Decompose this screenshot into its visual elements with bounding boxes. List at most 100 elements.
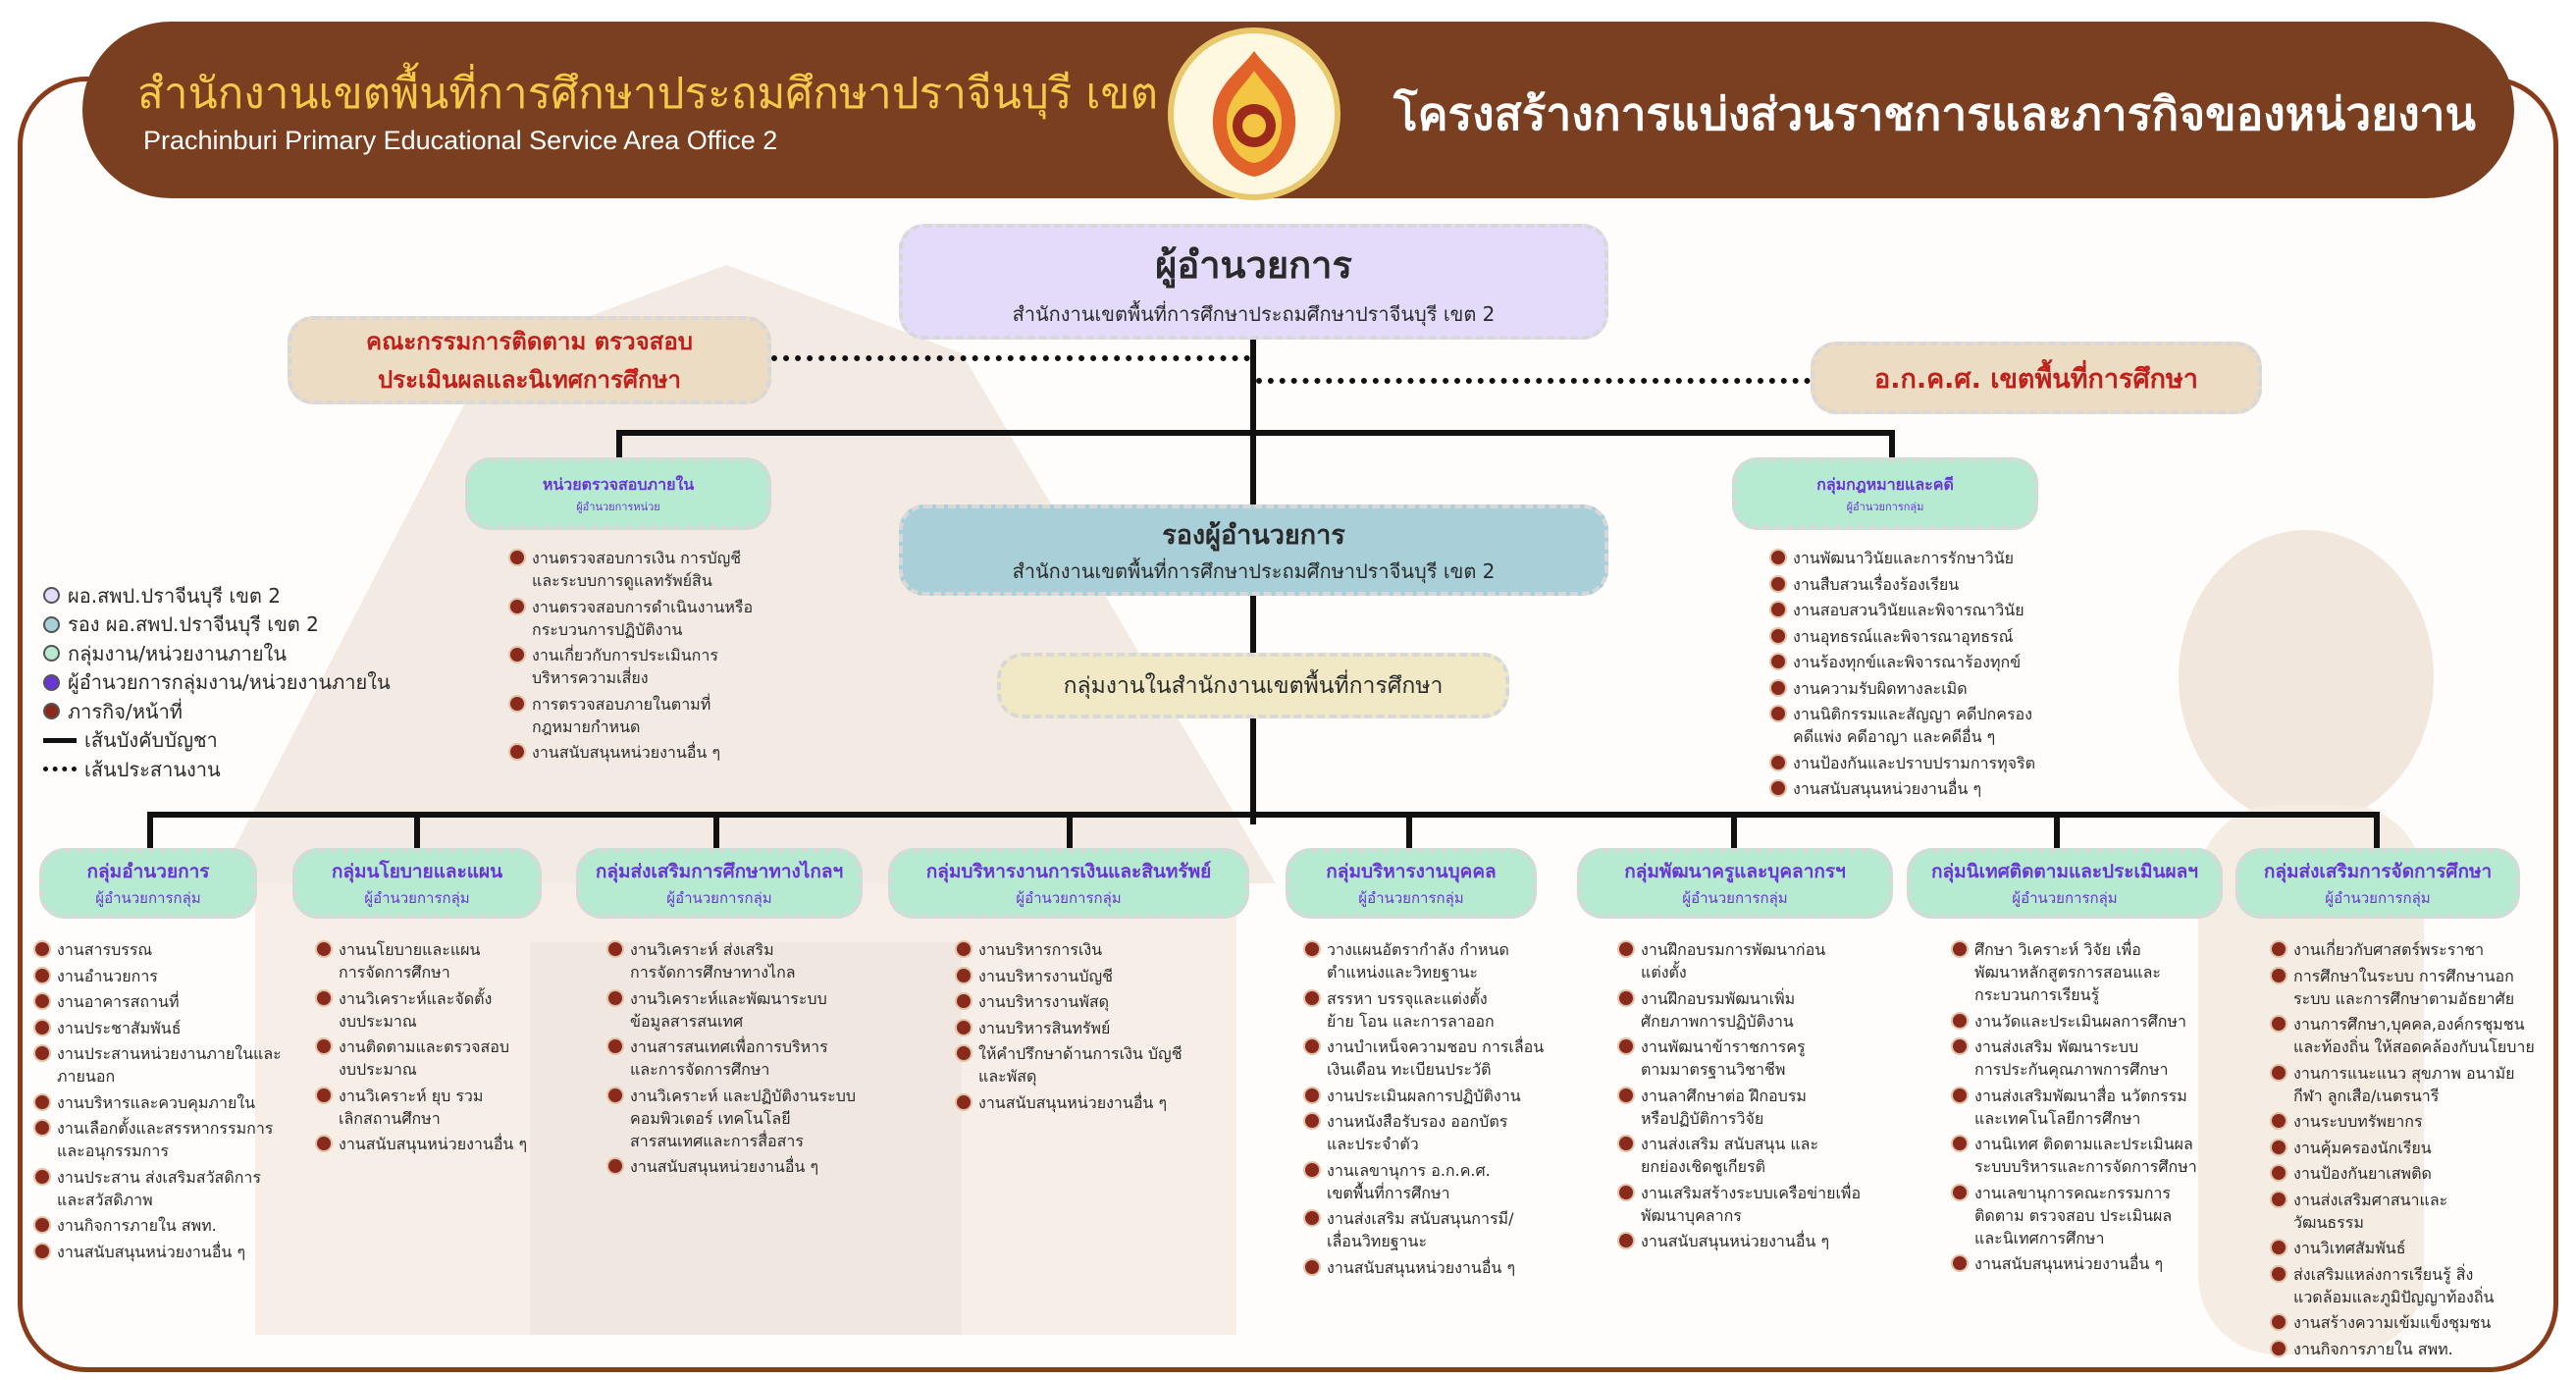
duty-text: และการจัดการศึกษา	[630, 1060, 770, 1079]
duty-text: งานอาคารสถานที่	[57, 992, 180, 1011]
duty-item: งานติดตามและตรวจสอบงบประมาณ	[317, 1035, 527, 1081]
duty-item: งานตรวจสอบการดำเนินงานหรือกระบวนการปฏิบั…	[510, 596, 753, 641]
line-group-1	[147, 812, 153, 848]
duty-text: ข้อมูลสารสนเทศ	[630, 1011, 744, 1031]
legend-item-group: กลุ่มงาน/หน่วยงานภายใน	[43, 639, 391, 668]
duty-item: งานวิเคราะห์และจัดตั้งงบประมาณ	[317, 987, 527, 1033]
duty-text: งานนิติกรรมและสัญญา คดีปกครอง	[1793, 705, 2032, 723]
duty-text: วัฒนธรรม	[2293, 1212, 2364, 1232]
duty-text: พัฒนาหลักสูตรการสอนและ	[1974, 963, 2161, 982]
line-legal-down	[1889, 430, 1895, 457]
line-group-2	[414, 812, 420, 848]
duty-item: งานป้องกันยาเสพติด	[2272, 1162, 2535, 1185]
legend-item-command-line: เส้นบังคับบัญชา	[43, 726, 391, 756]
duty-text: งานสนับสนุนหน่วยงานอื่น ๆ	[1793, 779, 1982, 798]
line-group-5	[1406, 812, 1412, 848]
duty-text: งานเลขานุการคณะกรรมการ	[1974, 1183, 2171, 1202]
coordination-line-right	[1256, 378, 1811, 384]
duty-item: งานป้องกันและปราบปรามการทุจริต	[1771, 752, 2035, 774]
duty-item: งานวัดและประเมินผลการศึกษา	[1953, 1010, 2197, 1033]
duty-text: งานส่งเสริม สนับสนุนการมี/	[1327, 1209, 1514, 1228]
duty-text: งานวัดและประเมินผลการศึกษา	[1974, 1011, 2186, 1031]
group-box-2: กลุ่มนโยบายและแผน ผู้อำนวยการกลุ่ม	[292, 848, 542, 919]
duty-item: งานประสานหน่วยงานภายในและภายนอก	[35, 1042, 282, 1088]
duty-text: วางแผนอัตรากำลัง กำหนด	[1327, 940, 1509, 959]
legend-dotted-line	[43, 767, 77, 772]
legend-swatch	[43, 587, 60, 605]
duty-item: งานสนับสนุนหน่วยงานอื่น ๆ	[510, 741, 753, 764]
duty-item: งานบริหารงานพัสดุ	[957, 990, 1183, 1013]
duty-item: งานนิติกรรมและสัญญา คดีปกครองคดีแพ่ง คดี…	[1771, 703, 2035, 748]
duty-text: งานบริหารงานบัญชี	[978, 966, 1113, 985]
duty-text: งานบริหารงานพัสดุ	[978, 992, 1110, 1011]
duty-text: งานพัฒนาข้าราชการครู	[1641, 1037, 1806, 1056]
akkhs-box: อ.ก.ค.ศ. เขตพื้นที่การศึกษา	[1811, 342, 2262, 414]
duty-item: ให้คำปรึกษาด้านการเงิน บัญชีและพัสดุ	[957, 1042, 1183, 1088]
duty-text: งานการแนะแนว สุขภาพ อนามัย	[2293, 1063, 2515, 1083]
legend-item-director: ผอ.สพป.ปราจีนบุรี เขต 2	[43, 581, 391, 610]
duty-item: งานร้องทุกข์และพิจารณาร้องทุกข์	[1771, 651, 2035, 673]
group-duties-3: งานวิเคราะห์ ส่งเสริมการจัดการศึกษาทางไก…	[608, 938, 856, 1182]
duty-text: การศึกษาในระบบ การศึกษานอก	[2293, 966, 2514, 985]
duty-text: งานนโยบายและแผน	[339, 940, 481, 959]
duty-text: งานป้องกันยาเสพติด	[2293, 1164, 2432, 1183]
group-subtitle: ผู้อำนวยการกลุ่ม	[1358, 889, 1464, 907]
duty-item: งานคุ้มครองนักเรียน	[2272, 1137, 2535, 1159]
duty-item: วางแผนอัตรากำลัง กำหนดตำแหน่งและวิทยฐานะ	[1305, 938, 1544, 983]
legend-label: ภารกิจ/หน้าที่	[68, 699, 183, 723]
group-box-5: กลุ่มบริหารงานบุคคล ผู้อำนวยการกลุ่ม	[1286, 848, 1537, 919]
duty-text: งานบริหารและควบคุมภายใน	[57, 1092, 256, 1112]
duty-text: งานวิเคราะห์ ส่งเสริม	[630, 940, 774, 959]
line-group-6	[1731, 812, 1737, 848]
duty-text: กฎหมายกำหนด	[532, 717, 641, 736]
header-title-thai: สำนักงานเขตพื้นที่การศึกษาประถมศึกษาปราจ…	[137, 69, 1200, 119]
duty-text: งานนิเทศ ติดตามและประเมินผล	[1974, 1135, 2193, 1153]
duty-text: งานเลขานุการ อ.ก.ค.ศ.	[1327, 1160, 1491, 1180]
group-title: กลุ่มพัฒนาครูและบุคลากรฯ	[1624, 861, 1846, 882]
duty-text: งานเกี่ยวกับศาสตร์พระราชา	[2293, 940, 2485, 959]
legend-item-duty: ภารกิจ/หน้าที่	[43, 697, 391, 726]
group-duties-4: งานบริหารการเงินงานบริหารงานบัญชีงานบริห…	[957, 938, 1183, 1117]
duty-text: แวดล้อมและภูมิปัญญาท้องถิ่น	[2293, 1287, 2495, 1306]
coordination-line-left	[771, 355, 1250, 361]
line-group-7	[2054, 812, 2060, 848]
duty-text: ศักยภาพการปฏิบัติงาน	[1641, 1011, 1794, 1031]
legend-label: เส้นประสานงาน	[84, 757, 221, 781]
group-title: กลุ่มนิเทศติดตามและประเมินผลฯ	[1931, 861, 2198, 882]
legend-item-coordination-line: เส้นประสานงาน	[43, 755, 391, 784]
committee-line-1: คณะกรรมการติดตาม ตรวจสอบ	[366, 328, 693, 355]
deputy-title: รองผู้อำนวยการ	[1162, 520, 1345, 551]
group-title: กลุ่มบริหารงานบุคคล	[1326, 861, 1497, 882]
group-duties-5: วางแผนอัตรากำลัง กำหนดตำแหน่งและวิทยฐานะ…	[1305, 938, 1544, 1282]
duty-item: งานสารสนเทศเพื่อการบริหารและการจัดการศึก…	[608, 1035, 856, 1081]
legend-swatch	[43, 645, 60, 663]
duty-text: งานการศึกษา,บุคคล,องค์กรชุมชน	[2293, 1015, 2525, 1034]
line-group-3	[713, 812, 719, 848]
duty-text: คดีแพ่ง คดีอาญา และคดีอื่น ๆ	[1793, 727, 1996, 746]
duty-text: งานอุทธรณ์และพิจารณาอุทธรณ์	[1793, 626, 2014, 646]
duty-item: งานสารบรรณ	[35, 938, 282, 961]
duty-text: งานสารบรรณ	[57, 940, 153, 959]
duty-text: งานประสาน ส่งเสริมสวัสดิการ	[57, 1167, 261, 1187]
duty-text: ระบบบริหารและการจัดการศึกษา	[1974, 1157, 2197, 1176]
duty-text: งานสนับสนุนหน่วยงานอื่น ๆ	[532, 743, 721, 762]
duty-text: งานติดตามและตรวจสอบ	[339, 1037, 510, 1056]
duty-text: งานลาศึกษาต่อ ฝึกอบรม	[1641, 1086, 1807, 1105]
duty-item: งานเลือกตั้งและสรรหากรรมการและอนุกรรมการ	[35, 1117, 282, 1162]
duty-text: งานส่งเสริมศาสนาและ	[2293, 1190, 2448, 1209]
duty-text: และสวัสดิภาพ	[57, 1190, 153, 1209]
duty-text: ติดตาม ตรวจสอบ ประเมินผล	[1974, 1205, 2173, 1225]
duty-text: งานตรวจสอบการเงิน การบัญชี	[532, 549, 742, 567]
duty-text: งานส่งเสริมพัฒนาสื่อ นวัตกรรม	[1974, 1086, 2187, 1105]
duty-text: งานสารสนเทศเพื่อการบริหาร	[630, 1037, 828, 1056]
duty-text: งานสอบสวนวินัยและพิจารณาวินัย	[1793, 601, 2024, 619]
duty-text: งานสนับสนุนหน่วยงานอื่น ๆ	[1327, 1257, 1516, 1277]
duty-text: งานสร้างความเข้มแข็งชุมชน	[2293, 1313, 2492, 1332]
duty-text: งานป้องกันและปราบปรามการทุจริต	[1793, 753, 2035, 772]
duty-text: งานสนับสนุนหน่วยงานอื่น ๆ	[339, 1135, 528, 1153]
duty-text: งานอำนวยการ	[57, 966, 158, 985]
group-box-7: กลุ่มนิเทศติดตามและประเมินผลฯ ผู้อำนวยกา…	[1907, 848, 2223, 919]
duty-text: งานบริหารการเงิน	[978, 940, 1103, 959]
duty-text: ย้าย โอน และการลาออก	[1327, 1011, 1495, 1031]
group-title: กลุ่มบริหารงานการเงินและสินทรัพย์	[925, 861, 1212, 882]
